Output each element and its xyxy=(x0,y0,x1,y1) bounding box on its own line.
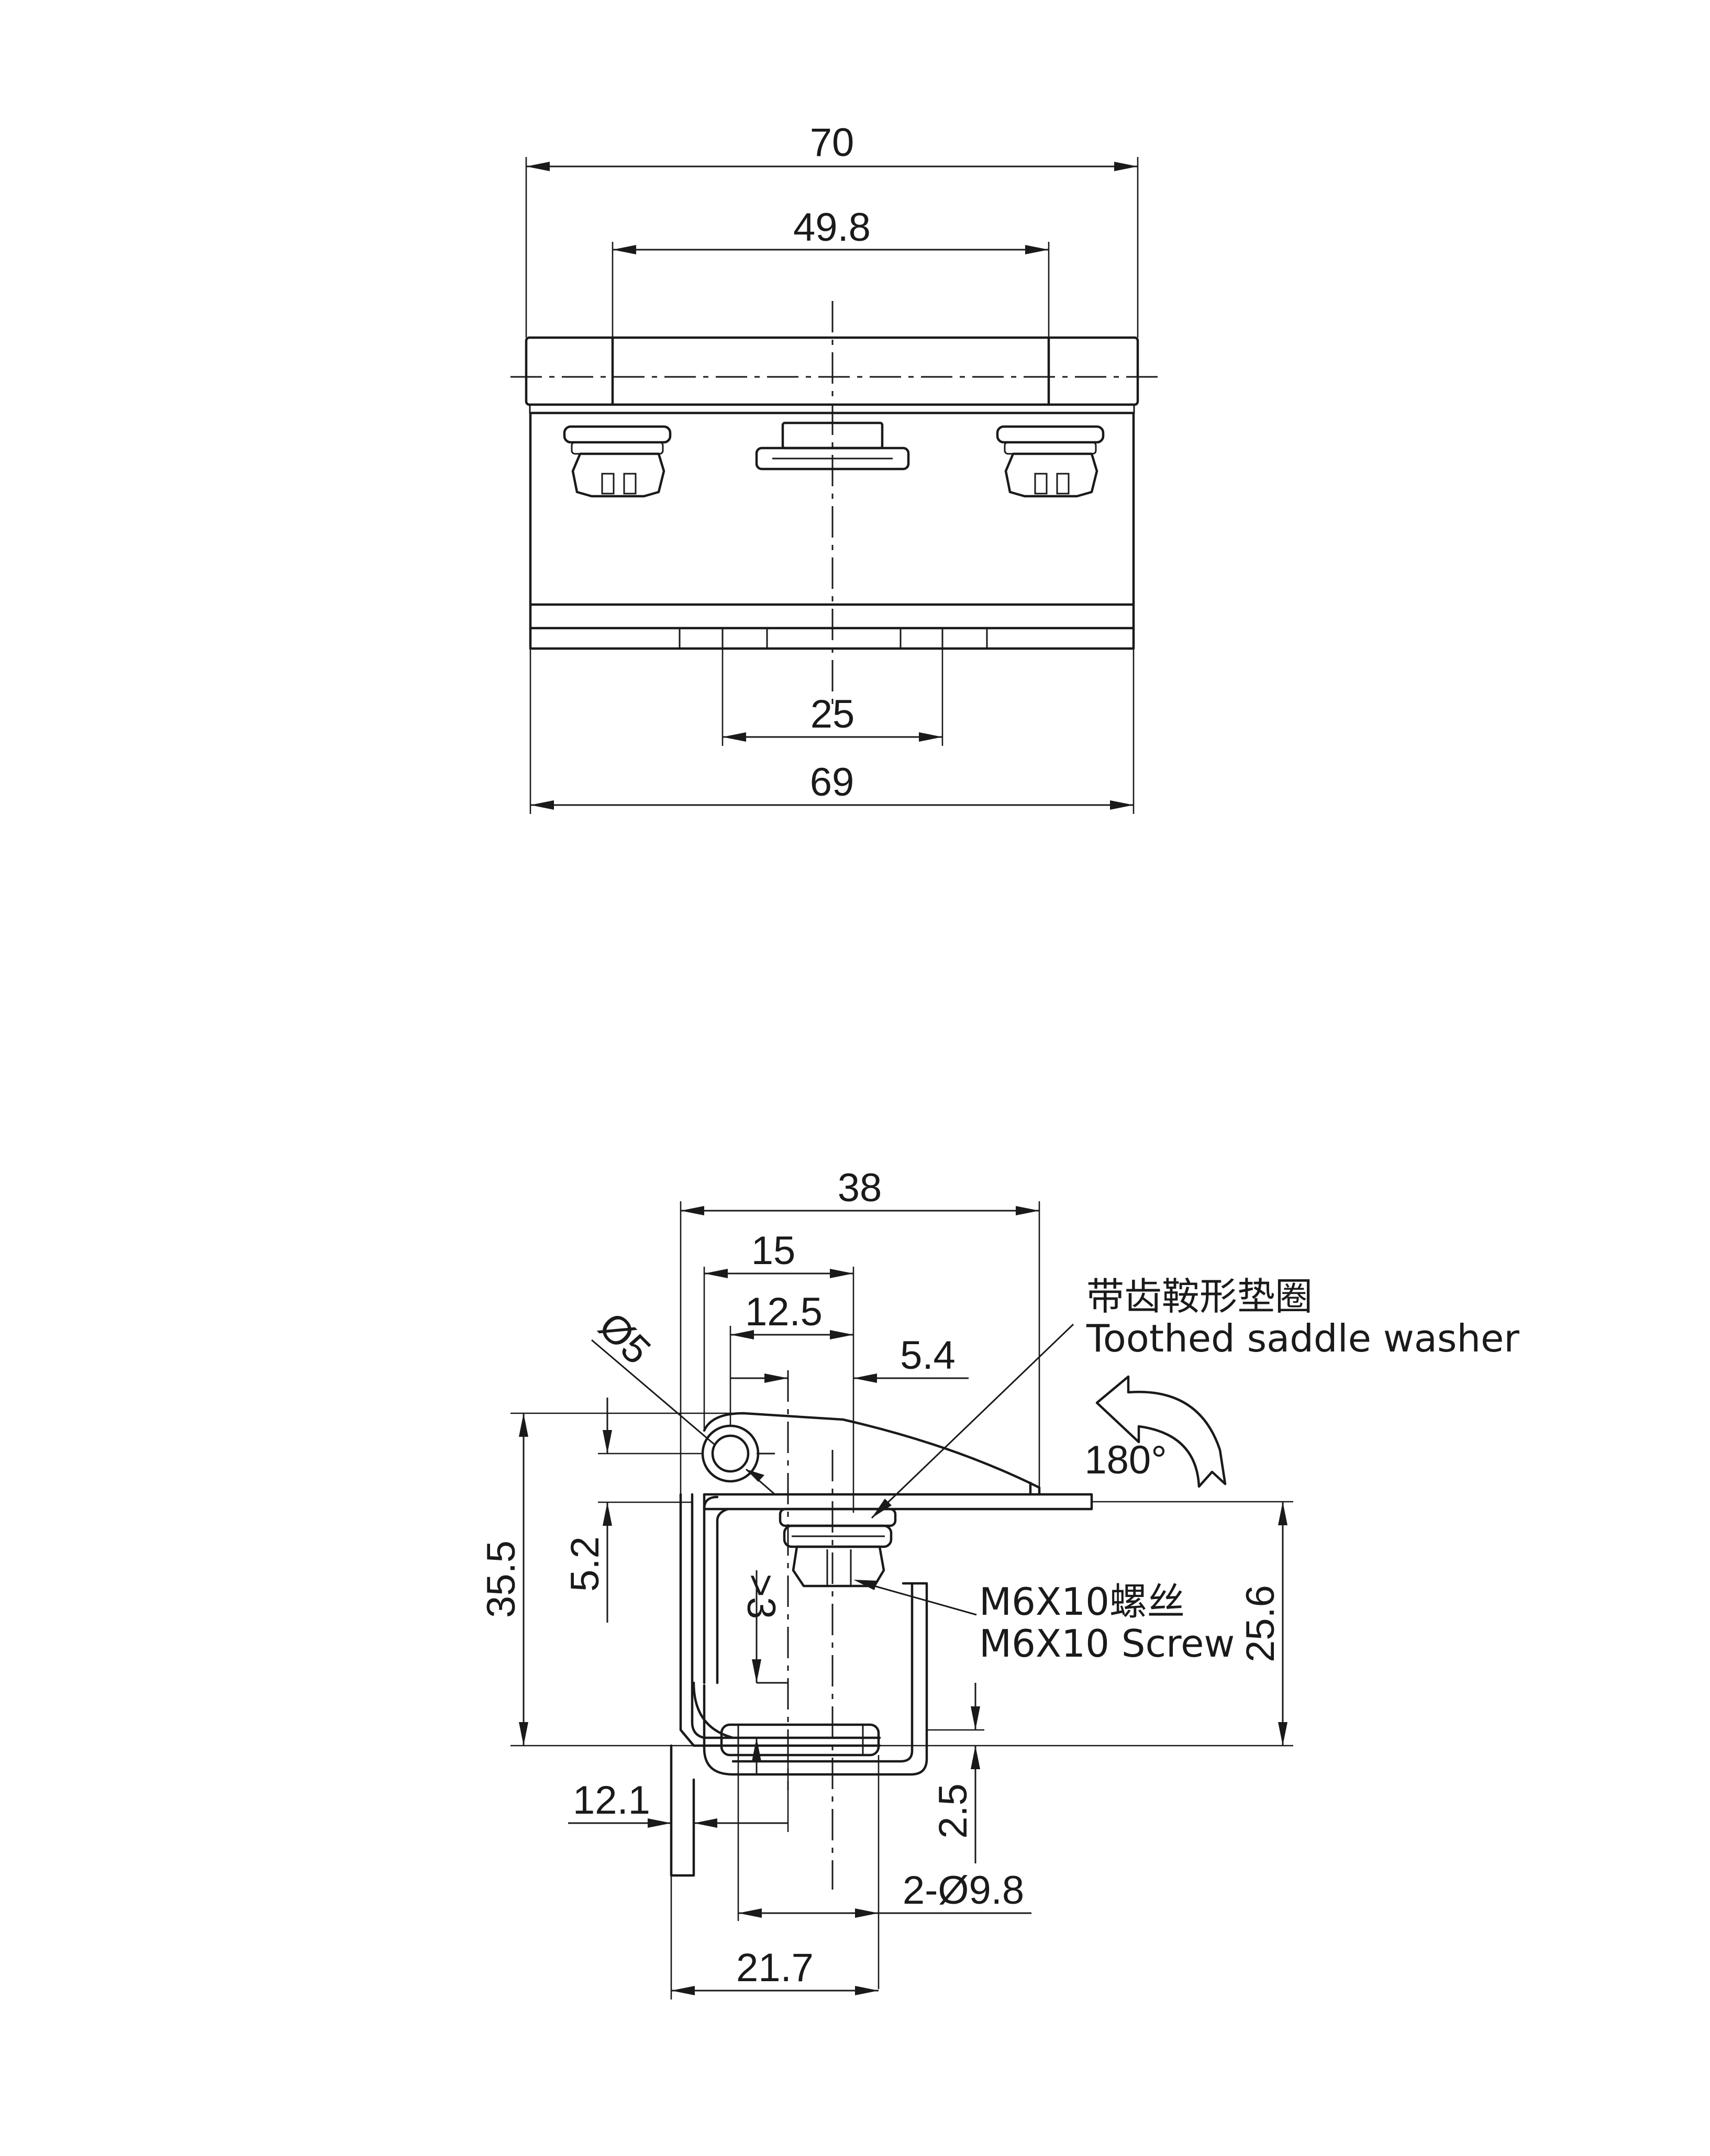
dim-5-4-label: 5.4 xyxy=(900,1333,956,1378)
top-leaf xyxy=(703,1412,1041,1496)
dim-69-label: 69 xyxy=(810,760,854,805)
m6-screw xyxy=(792,1545,885,1588)
washer-note-cn: 带齿鞍形垫圈 xyxy=(1086,1275,1313,1319)
left-screw xyxy=(563,425,672,498)
dim-gt3-label: >3 xyxy=(739,1574,783,1619)
right-screw xyxy=(996,425,1105,498)
rotation-label: 180° xyxy=(1084,1438,1167,1482)
screw-note-cn: M6X10螺丝 xyxy=(979,1580,1185,1624)
dim-12-5-label: 12.5 xyxy=(745,1290,823,1334)
washer-note-en: Toothed saddle washer xyxy=(1086,1316,1519,1360)
dim-12-1-label: 12.1 xyxy=(573,1778,650,1823)
toothed-washer xyxy=(779,1507,897,1548)
bracket-tongue xyxy=(670,1744,695,1877)
side-view: 38 15 12.5 5.4 Ø5 35.5 xyxy=(479,1166,1519,1999)
dim-25-6-label: 25.6 xyxy=(1238,1585,1283,1662)
glass-plate xyxy=(703,1493,1093,1511)
lower-nut xyxy=(720,1723,880,1757)
pin-hole xyxy=(711,1434,750,1473)
dim-15-label: 15 xyxy=(751,1228,796,1273)
dim-25-label: 25 xyxy=(810,692,855,736)
dim-2-5-label: 2.5 xyxy=(931,1783,975,1839)
bracket-outer xyxy=(679,1493,881,1747)
dim-35-5-label: 35.5 xyxy=(479,1540,524,1618)
dim-diameter-5-label: Ø5 xyxy=(590,1304,659,1373)
dim-21-7-label: 21.7 xyxy=(736,1946,814,1990)
dim-5-2-label: 5.2 xyxy=(563,1536,607,1592)
dim-49-8-label: 49.8 xyxy=(793,205,871,250)
dim-70-label: 70 xyxy=(810,120,854,165)
screw-note-en: M6X10 Screw xyxy=(979,1622,1235,1666)
rotation-arrow-icon xyxy=(1095,1375,1227,1488)
dim-holes-label: 2-Ø9.8 xyxy=(903,1868,1024,1913)
dim-38-label: 38 xyxy=(838,1166,882,1210)
top-view: 70 49.8 25 69 xyxy=(510,120,1160,814)
